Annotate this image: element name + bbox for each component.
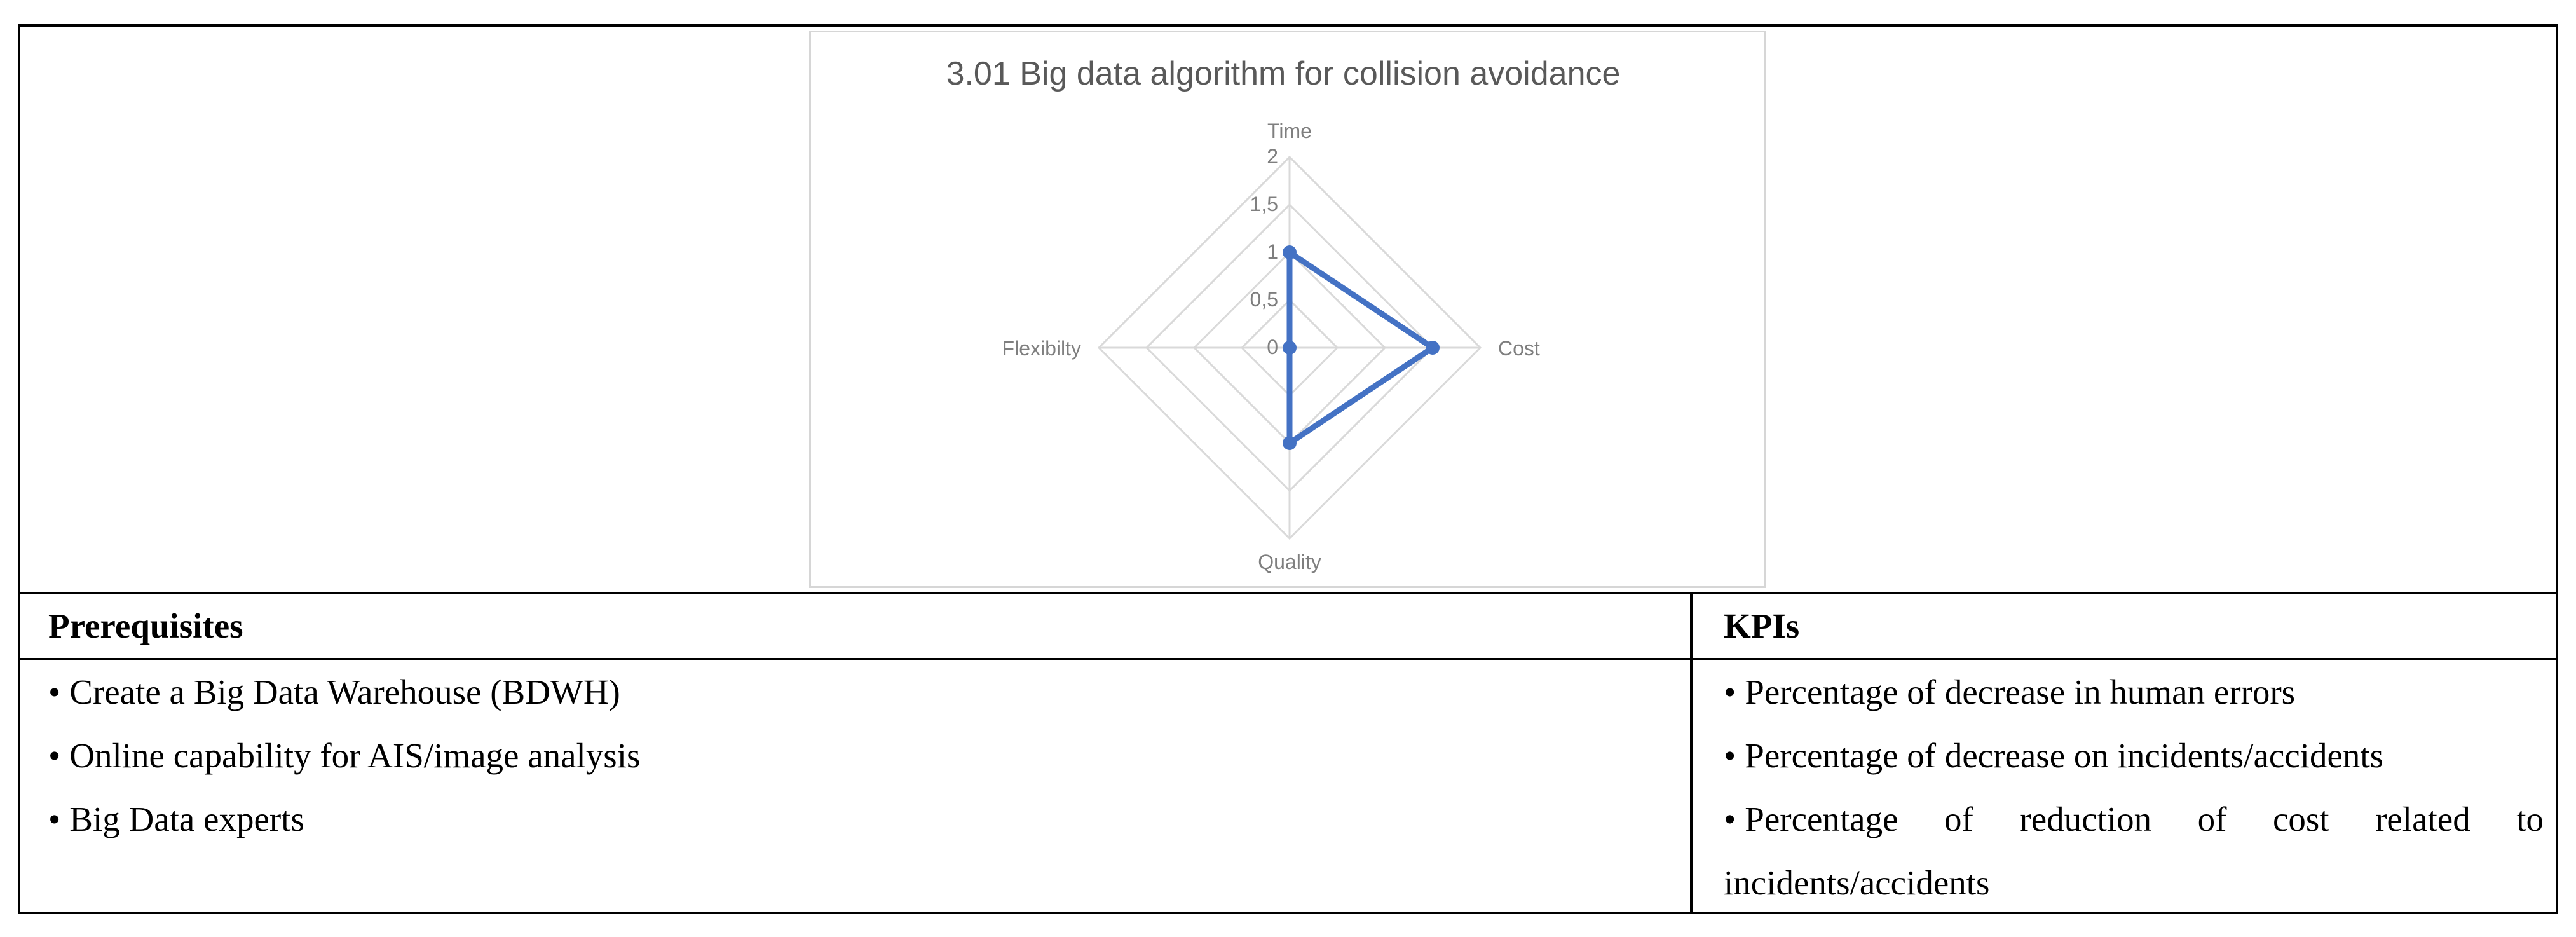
axis-label: Flexibilty bbox=[1002, 337, 1081, 360]
data-point bbox=[1283, 341, 1297, 355]
radial-tick-label: 0 bbox=[1267, 336, 1278, 359]
list-item-text: Percentage of decrease on incidents/acci… bbox=[1745, 736, 2384, 775]
chart-row: 3.01 Big data algorithm for collision av… bbox=[20, 27, 2556, 594]
radial-tick-label: 2 bbox=[1267, 145, 1278, 168]
data-point bbox=[1426, 341, 1440, 355]
data-point bbox=[1283, 436, 1297, 450]
list-item-text: Create a Big Data Warehouse (BDWH) bbox=[69, 673, 620, 711]
kpis-list: •Percentage of decrease in human errors … bbox=[1724, 660, 2544, 915]
bullet: • bbox=[1724, 800, 1736, 838]
list-item: •Percentage of decrease on incidents/acc… bbox=[1724, 724, 2544, 788]
table: 3.01 Big data algorithm for collision av… bbox=[18, 24, 2558, 914]
bullet: • bbox=[48, 736, 61, 775]
list-item: •Create a Big Data Warehouse (BDWH) bbox=[48, 660, 1675, 724]
list-item-text: Percentage of decrease in human errors bbox=[1745, 673, 2296, 711]
radial-tick-label: 0,5 bbox=[1250, 288, 1278, 311]
body-row: •Create a Big Data Warehouse (BDWH) •Onl… bbox=[20, 660, 2556, 914]
radial-tick-label: 1,5 bbox=[1250, 193, 1278, 215]
radar-chart-svg: 3.01 Big data algorithm for collision av… bbox=[946, 55, 1621, 573]
chart-title: 3.01 Big data algorithm for collision av… bbox=[946, 55, 1621, 92]
kpis-header: KPIs bbox=[1724, 606, 1800, 645]
axis-label: Cost bbox=[1498, 337, 1540, 360]
axis-label: Quality bbox=[1258, 551, 1321, 573]
bullet: • bbox=[48, 673, 61, 711]
list-item: •Percentage of reduction of cost related… bbox=[1724, 788, 2544, 915]
bullet: • bbox=[1724, 673, 1736, 711]
header-row: Prerequisites KPIs bbox=[20, 594, 2556, 660]
kpis-column: •Percentage of decrease in human errors … bbox=[1724, 660, 2544, 915]
list-item-text: Online capability for AIS/image analysis bbox=[69, 736, 641, 775]
column-divider bbox=[1690, 594, 1693, 914]
prerequisites-list: •Create a Big Data Warehouse (BDWH) •Onl… bbox=[48, 660, 1675, 851]
list-item: •Online capability for AIS/image analysi… bbox=[48, 724, 1675, 788]
bullet: • bbox=[48, 800, 61, 838]
radar-chart: 3.01 Big data algorithm for collision av… bbox=[809, 31, 1766, 588]
list-item: •Big Data experts bbox=[48, 788, 1675, 851]
prerequisites-header: Prerequisites bbox=[48, 606, 243, 645]
list-item: •Percentage of decrease in human errors bbox=[1724, 660, 2544, 724]
axis-label: Time bbox=[1267, 120, 1312, 142]
prerequisites-column: •Create a Big Data Warehouse (BDWH) •Onl… bbox=[48, 660, 1675, 851]
radial-tick-label: 1 bbox=[1267, 240, 1278, 263]
list-item-text: Big Data experts bbox=[69, 800, 304, 838]
list-item-text: Percentage of reduction of cost related … bbox=[1724, 800, 2544, 902]
data-point bbox=[1283, 245, 1297, 259]
bullet: • bbox=[1724, 736, 1736, 775]
